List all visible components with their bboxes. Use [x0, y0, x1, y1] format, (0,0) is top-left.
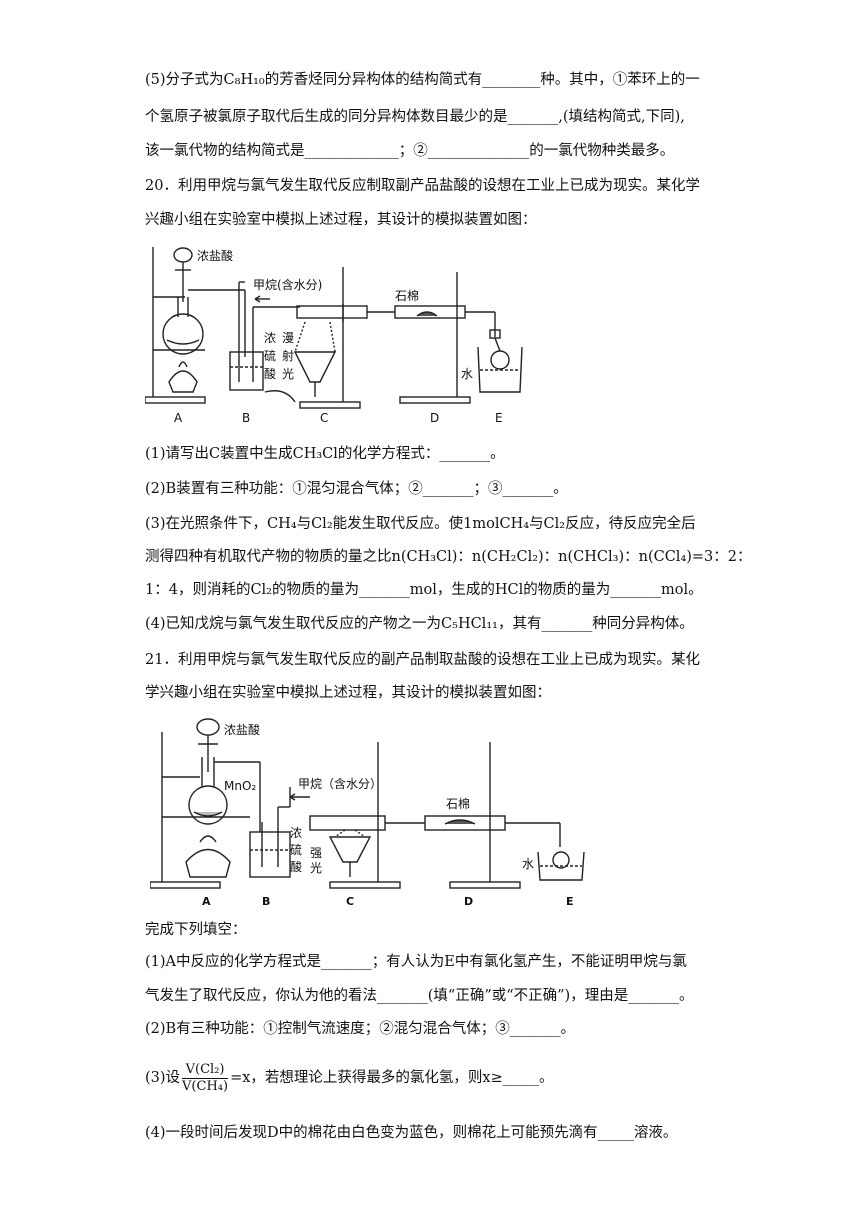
q21-fig-label-mno2: MnO₂: [224, 779, 256, 793]
q21-part1-line2: 气发生了取代反应，你认为他的看法_______(填“正确”或“不正确”)，理由是…: [145, 988, 694, 1004]
q20-fig-label-c: C: [320, 411, 328, 425]
q20-fig-acid-2: 硫: [264, 348, 276, 363]
q19-5-line1: (5)分子式为C₈H₁₀的芳香烃同分异构体的结构简式有________种。其中，…: [145, 72, 700, 88]
q21-fig-label-methane: 甲烷（含水分）: [298, 776, 382, 791]
q21-part2: (2)B有三种功能：①控制气流速度；②混匀混合气体；③_______。: [145, 1021, 575, 1037]
q21-intro: 完成下列填空：: [145, 922, 247, 938]
q20-part2: (2)B装置有三种功能：①混匀混合气体；②_______；③_______。: [145, 481, 568, 497]
q20-fig-light-2: 射: [282, 348, 294, 363]
q21-part3-prefix: (3)设: [145, 1070, 181, 1086]
q19-5-line3: 该一氯代物的结构简式是_____________；②______________…: [145, 143, 675, 159]
q20-fig-label-water: 水: [461, 367, 473, 381]
q21-part4: (4)一段时间后发现D中的棉花由白色变为蓝色，则棉花上可能预先滴有_____溶液…: [145, 1125, 678, 1141]
q20-fig-acid-3: 酸: [264, 366, 276, 381]
q21-fig-label-a: A: [202, 895, 211, 908]
q19-5-line2: 个氢原子被氯原子取代后生成的同分异构体数目最少的是_______,(填结构简式,…: [145, 109, 685, 125]
q21-stem-line2: 学兴趣小组在实验室中模拟上述过程，其设计的模拟装置如图：: [145, 685, 551, 701]
q20-part4: (4)已知戊烷与氯气发生取代反应的产物之一为C₅HCl₁₁，其有_______种…: [145, 616, 694, 632]
q20-fig-label-asbestos: 石棉: [395, 289, 419, 303]
q21-fig-label-hcl: 浓盐酸: [224, 722, 260, 737]
q21-part1-line1: (1)A中反应的化学方程式是_______；有人认为E中有氯化氢产生，不能证明甲…: [145, 954, 687, 970]
q20-fig-label-d: D: [430, 411, 439, 425]
q21-fig-light-1: 强: [310, 846, 322, 860]
q21-fig-acid-3: 酸: [290, 859, 302, 874]
q20-part3-line1: (3)在光照条件下，CH₄与Cl₂能发生取代反应。使1molCH₄与Cl₂反应，…: [145, 516, 696, 532]
q20-fig-label-hcl: 浓盐酸: [197, 248, 233, 263]
q20-part1: (1)请写出C装置中生成CH₃Cl的化学方程式：_______。: [145, 446, 505, 462]
q21-fig-label-c: C: [346, 895, 354, 908]
q21-part3-suffix: =x，若想理论上获得最多的氯化氢，则x≥_____。: [230, 1070, 554, 1086]
q21-fig-acid-2: 硫: [290, 842, 302, 857]
q20-part3-line2: 测得四种有机取代产物的物质的量之比n(CH₃Cl)：n(CH₂Cl₂)：n(CH…: [145, 549, 752, 565]
q21-fig-label-asbestos: 石棉: [446, 797, 470, 811]
q20-fig-light-1: 漫: [282, 331, 294, 345]
q20-fig-label-methane: 甲烷(含水分): [253, 277, 322, 292]
q20-fig-label-e: E: [495, 411, 503, 425]
q20-stem-line2: 兴趣小组在实验室中模拟上述过程，其设计的模拟装置如图：: [145, 212, 537, 228]
q21-fig-label-water: 水: [522, 857, 534, 871]
q21-part3-fraction: V(Cl₂)V(CH₄): [182, 1062, 229, 1095]
q21-fig-label-d: D: [464, 895, 473, 908]
q20-stem-line1: 20．利用甲烷与氯气发生取代反应制取副产品盐酸的设想在工业上已成为现实。某化学: [145, 178, 700, 194]
q21-part3-denominator: V(CH₄): [182, 1078, 229, 1094]
q21-apparatus-figure: 浓盐酸 MnO₂ 甲烷（含水分） 石棉 水 浓 硫 酸 强 光 A B C D …: [150, 718, 585, 908]
q21-fig-label-b: B: [262, 895, 270, 908]
q20-apparatus-figure: 浓盐酸 甲烷(含水分) 石棉 水 浓 硫 酸 漫 射 光 A B C D E: [145, 247, 523, 425]
q20-part3-line3: 1：4，则消耗的Cl₂的物质的量为_______mol，生成的HCl的物质的量为…: [145, 582, 703, 598]
q20-fig-acid-1: 浓: [264, 331, 276, 345]
q21-part3-numerator: V(Cl₂): [182, 1062, 229, 1079]
q20-fig-light-3: 光: [282, 367, 294, 381]
q20-fig-label-a: A: [174, 411, 183, 425]
q21-fig-light-2: 光: [310, 861, 322, 875]
q20-fig-label-b: B: [242, 411, 250, 425]
q21-stem-line1: 21．利用甲烷与氯气发生取代反应的副产品制取盐酸的设想在工业上已成为现实。某化: [145, 652, 700, 668]
q21-fig-acid-1: 浓: [290, 826, 302, 840]
q21-fig-label-e: E: [566, 895, 574, 908]
